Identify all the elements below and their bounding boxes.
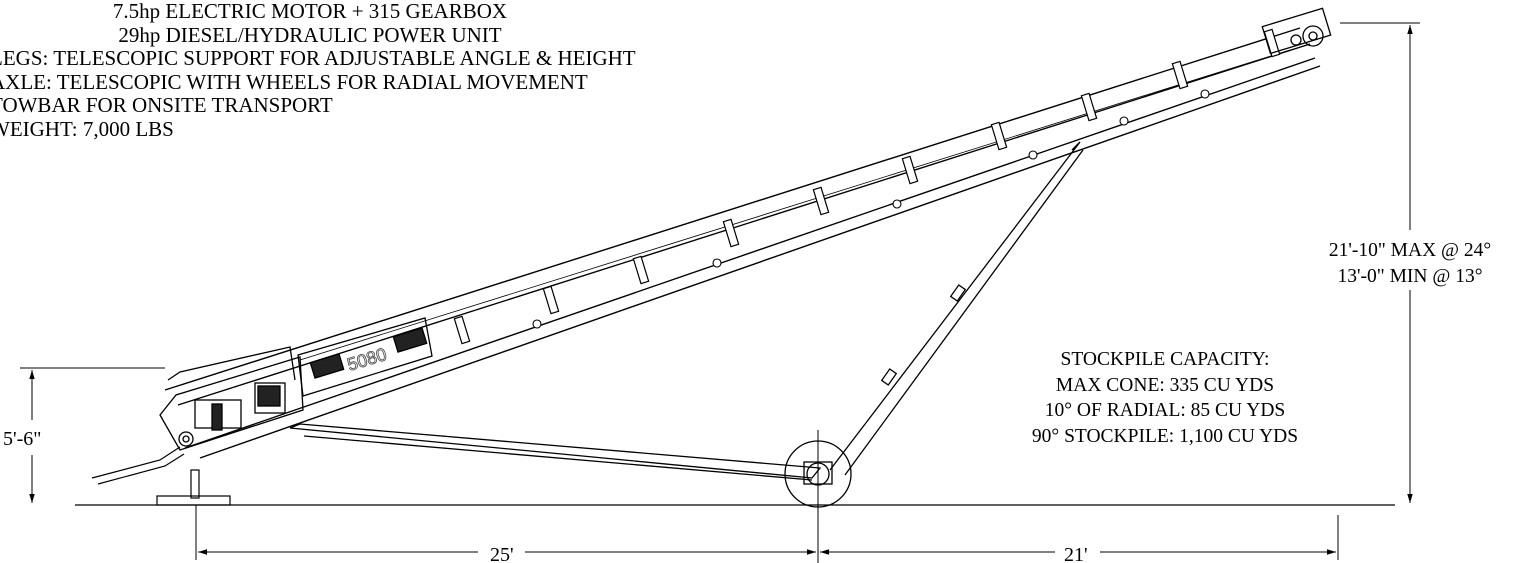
- length-dimensions: [195, 505, 1339, 560]
- towbar: [91, 446, 185, 485]
- height-min-label: 13'-0" MIN @ 13°: [1337, 265, 1483, 287]
- length-to-axle-label: 25': [490, 544, 514, 563]
- stockpile-full: 90° STOCKPILE: 1,100 CU YDS: [1031, 425, 1299, 447]
- axle-to-discharge-label: 21': [1064, 544, 1088, 563]
- spec-axle: AXLE: TELESCOPIC WITH WHEELS FOR RADIAL …: [0, 69, 588, 94]
- idler-brackets: [453, 28, 1281, 345]
- axle-leg: [829, 141, 1084, 476]
- stockpile-capacity: STOCKPILE CAPACITY: MAX CONE: 335 CU YDS…: [995, 347, 1335, 449]
- overall-height-dimension: [1340, 22, 1420, 503]
- spec-towbar: TOWBAR FOR ONSITE TRANSPORT: [0, 93, 333, 117]
- head-pulley: [1261, 7, 1332, 55]
- hopper-height-label: 5'-6": [3, 428, 41, 450]
- motor-guard: [297, 317, 433, 397]
- model-label: 5080: [345, 344, 389, 375]
- height-max-label: 21'-10" MAX @ 24°: [1328, 240, 1492, 261]
- lower-strut: [289, 423, 822, 481]
- stockpile-max-cone: MAX CONE: 335 CU YDS: [1055, 374, 1275, 396]
- stockpile-radial: 10° OF RADIAL: 85 CU YDS: [1044, 400, 1286, 421]
- hopper-height-dimension: [20, 367, 165, 503]
- tail-hopper: [159, 346, 304, 451]
- spec-notes: 7.5hp ELECTRIC MOTOR + 315 GEARBOX 29hp …: [0, 0, 770, 141]
- spec-weight: WEIGHT: 7,000 LBS: [0, 116, 174, 141]
- stockpile-title: STOCKPILE CAPACITY:: [1060, 349, 1270, 370]
- return-rollers: [532, 89, 1210, 329]
- spec-motor: 7.5hp ELECTRIC MOTOR + 315 GEARBOX: [112, 0, 508, 23]
- spec-legs: LEGS: TELESCOPIC SUPPORT FOR ADJUSTABLE …: [0, 46, 636, 70]
- spec-power-unit: 29hp DIESEL/HYDRAULIC POWER UNIT: [118, 22, 502, 47]
- front-leg: [156, 469, 231, 506]
- height-labels: 21'-10" MAX @ 24° 13'-0" MIN @ 13°: [1305, 238, 1515, 289]
